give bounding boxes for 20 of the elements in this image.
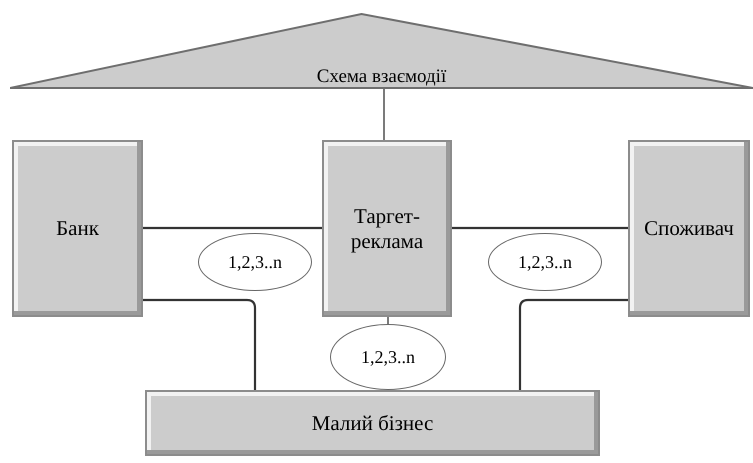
process-box — [12, 140, 143, 317]
ellipse — [198, 233, 312, 291]
connector-line — [452, 226, 628, 230]
node-label: 1,2,3..n — [518, 252, 572, 272]
connector-line — [143, 298, 256, 390]
process-box — [145, 390, 600, 456]
connector-line — [518, 298, 628, 390]
node-label: Схема взаємодії — [316, 66, 446, 88]
node-label: Таргет- реклама — [350, 204, 424, 253]
node-label: 1,2,3..n — [361, 346, 415, 368]
node-label: Малий бізнес — [312, 410, 434, 436]
connector-line — [383, 89, 385, 140]
ellipse — [488, 233, 602, 291]
process-box — [628, 140, 750, 317]
node-label: Споживач — [644, 216, 734, 241]
node-label: Банк — [56, 216, 99, 241]
connector-line — [143, 226, 322, 230]
roof-triangle — [10, 13, 753, 89]
node-label: 1,2,3..n — [228, 252, 282, 272]
process-box — [322, 140, 452, 317]
